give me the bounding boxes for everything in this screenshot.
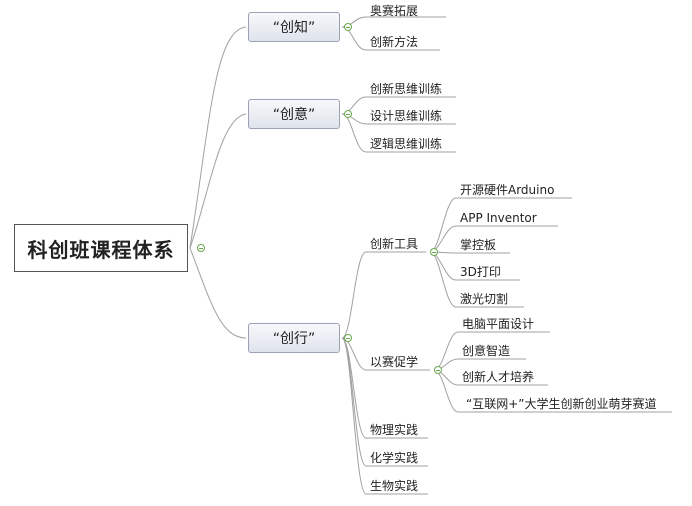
root-node[interactable]: 科创班课程体系 (14, 224, 188, 272)
leaf-wuli-shijian[interactable]: 物理实践 (370, 423, 419, 437)
yisai-cuxue-collapse-icon[interactable] (434, 366, 442, 374)
leaf-hulianwang[interactable]: “互联网+”大学生创新创业萌芽赛道 (466, 397, 657, 411)
leaf-huaxue-shijian[interactable]: 化学实践 (370, 451, 419, 465)
leaf-pingmian-sheji[interactable]: 电脑平面设计 (462, 317, 535, 331)
root-collapse-icon[interactable] (197, 244, 205, 252)
branch-label: “创意” (272, 107, 316, 123)
leaf-yisai-cuxue[interactable]: 以赛促学 (370, 355, 419, 369)
leaf-3d-print[interactable]: 3D打印 (460, 265, 501, 279)
branch-chuangzhi-collapse-icon[interactable] (344, 23, 352, 31)
leaf-chuangxin-siwei[interactable]: 创新思维训练 (370, 82, 443, 96)
branch-chuangyi-collapse-icon[interactable] (344, 110, 352, 118)
leaf-arduino[interactable]: 开源硬件Arduino (460, 183, 555, 197)
root-label: 科创班课程体系 (27, 237, 175, 262)
leaf-luoji-siwei[interactable]: 逻辑思维训练 (370, 137, 443, 151)
leaf-chuangxin-fangfa[interactable]: 创新方法 (370, 35, 419, 49)
leaf-zhangkongban[interactable]: 掌控板 (460, 238, 497, 252)
branch-label: “创行” (272, 331, 316, 347)
branch-label: “创知” (272, 20, 316, 36)
leaf-chuangyi-zhizao[interactable]: 创意智造 (462, 344, 511, 358)
leaf-shengwu-shijian[interactable]: 生物实践 (370, 479, 419, 493)
leaf-sheji-siwei[interactable]: 设计思维训练 (370, 109, 443, 123)
leaf-rencai-peiyang[interactable]: 创新人才培养 (462, 370, 535, 384)
leaf-app-inventor[interactable]: APP Inventor (460, 211, 537, 225)
leaf-aosai[interactable]: 奥赛拓展 (370, 4, 419, 18)
branch-chuangxing-collapse-icon[interactable] (344, 334, 352, 342)
leaf-chuangxin-gongju[interactable]: 创新工具 (370, 237, 419, 251)
chuangxin-gongju-collapse-icon[interactable] (430, 248, 438, 256)
leaf-laser-cut[interactable]: 激光切割 (460, 292, 509, 306)
branch-chuangzhi[interactable]: “创知” (248, 12, 340, 42)
branch-chuangyi[interactable]: “创意” (248, 99, 340, 129)
branch-chuangxing[interactable]: “创行” (248, 323, 340, 353)
